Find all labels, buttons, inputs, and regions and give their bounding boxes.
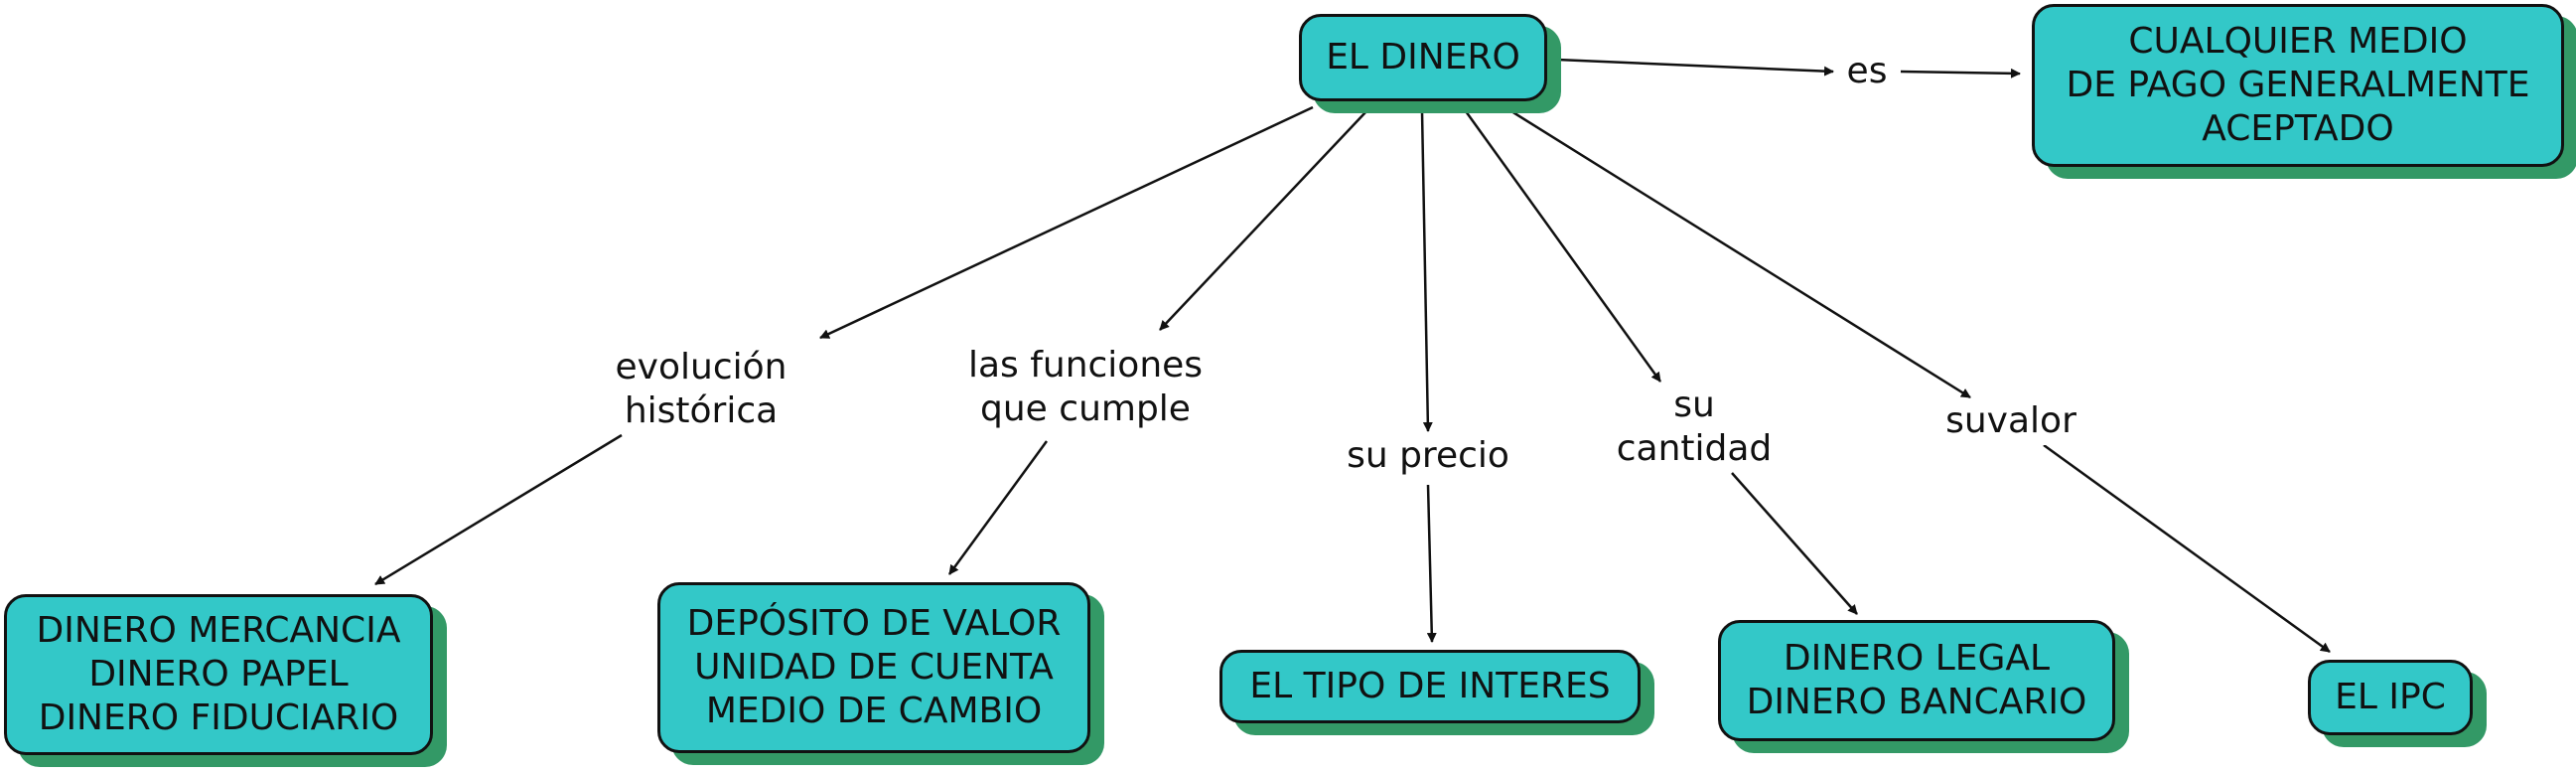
link-phrase-suvalor[interactable]: suvalor: [1936, 399, 2085, 445]
concept-label: CUALQUIER MEDIO: [2128, 21, 2468, 62]
concept-label: MEDIO DE CAMBIO: [705, 691, 1043, 731]
link-label: su precio: [1347, 435, 1509, 476]
edge-funciones-to-deposito: [947, 440, 1049, 575]
link-label: suvalor: [1945, 400, 2076, 441]
concept-label: DEPÓSITO DE VALOR: [686, 603, 1062, 644]
edge-valor-to-ipc: [2043, 443, 2331, 654]
concept-label: EL IPC: [2335, 677, 2446, 717]
concept-funciones[interactable]: DEPÓSITO DE VALOR UNIDAD DE CUENTA MEDIO…: [657, 582, 1090, 753]
edge-precio-to-interes: [1426, 484, 1437, 643]
concept-label: DINERO MERCANCIA: [36, 610, 401, 651]
link-label: que cumple: [980, 388, 1191, 429]
concept-label: EL DINERO: [1326, 37, 1520, 77]
concept-evolucion-tipos[interactable]: DINERO MERCANCIA DINERO PAPEL DINERO FID…: [4, 594, 433, 755]
concept-label: ACEPTADO: [2202, 108, 2394, 149]
link-label: cantidad: [1616, 428, 1773, 469]
concept-el-dinero[interactable]: EL DINERO: [1299, 14, 1547, 101]
concept-label: DINERO PAPEL: [88, 654, 349, 695]
concept-tipo-interes[interactable]: EL TIPO DE INTERES: [1219, 650, 1641, 723]
link-label: evolución: [615, 347, 787, 387]
link-label: es: [1846, 51, 1888, 91]
concept-label: UNIDAD DE CUENTA: [694, 647, 1054, 688]
link-label: las funciones: [967, 345, 1204, 386]
link-phrase-es[interactable]: es: [1835, 50, 1899, 95]
edge-cantidad-to-legal: [1731, 472, 1858, 615]
edge-es-to-definicion: [1900, 68, 2021, 78]
edge-root-to-cantidad: [1464, 110, 1662, 383]
edge-root-to-valor: [1510, 109, 1971, 399]
edge-evolucion-to-tipos: [374, 433, 623, 586]
link-phrase-su-cantidad[interactable]: su cantidad: [1607, 384, 1782, 471]
concept-el-ipc[interactable]: EL IPC: [2308, 660, 2473, 735]
concept-definicion[interactable]: CUALQUIER MEDIO DE PAGO GENERALMENTE ACE…: [2032, 4, 2564, 167]
edge-root-to-es: [1556, 58, 1834, 77]
concept-label: DINERO LEGAL: [1783, 638, 2051, 679]
edge-root-to-evolucion: [819, 105, 1314, 340]
concept-label: EL TIPO DE INTERES: [1249, 666, 1611, 706]
concept-label: DINERO FIDUCIARIO: [38, 697, 399, 738]
link-label: histórica: [624, 390, 779, 431]
edge-root-to-precio: [1420, 110, 1433, 432]
link-phrase-evolucion-historica[interactable]: evolución histórica: [606, 346, 796, 433]
concept-label: DINERO BANCARIO: [1746, 682, 2087, 722]
concept-dinero-legal-bancario[interactable]: DINERO LEGAL DINERO BANCARIO: [1718, 620, 2115, 741]
link-phrase-funciones[interactable]: las funciones que cumple: [959, 344, 1212, 431]
concept-label: DE PAGO GENERALMENTE: [2066, 65, 2530, 105]
edge-root-to-funciones: [1159, 110, 1367, 331]
link-phrase-su-precio[interactable]: su precio: [1337, 434, 1519, 480]
link-label: su: [1673, 385, 1715, 425]
